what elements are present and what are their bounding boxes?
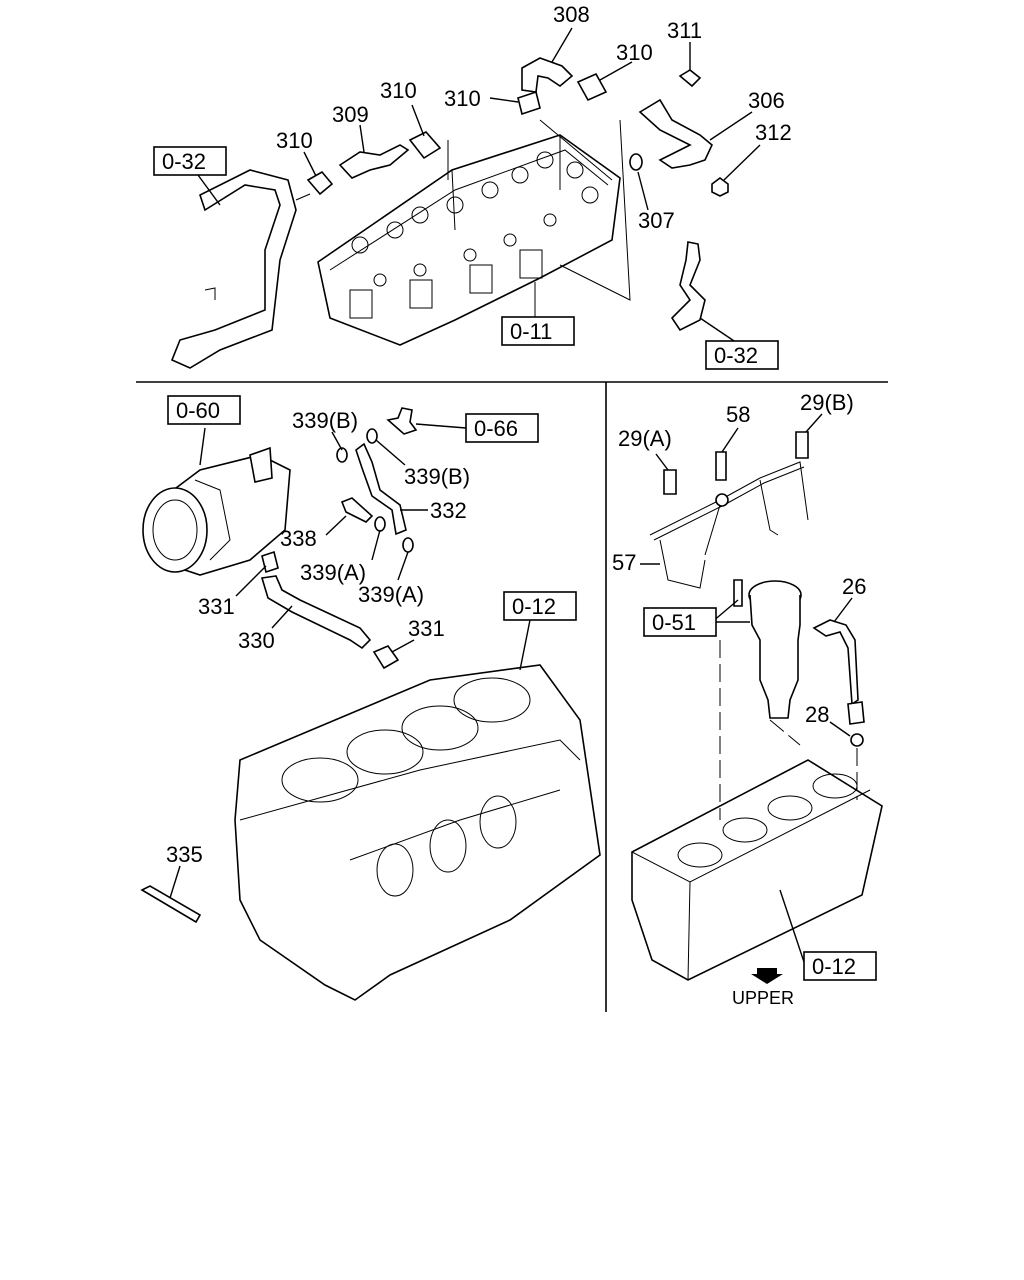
- clamps-331-drawing: [261, 550, 400, 670]
- hose-330-drawing: [260, 575, 372, 650]
- clamp-310-center-drawing: [517, 90, 541, 116]
- harness-57-drawing: [649, 461, 809, 589]
- label-26: 26: [842, 574, 866, 599]
- ref-box-0-66[interactable]: 0-66: [465, 413, 539, 443]
- upper-direction-label: UPPER: [732, 988, 794, 1008]
- label-339b-left: 339(B): [292, 408, 358, 433]
- label-29b: 29(B): [800, 390, 854, 415]
- leaders-top: [197, 27, 761, 346]
- leaders-bottom-left: [169, 423, 531, 899]
- hose-308-drawing: [521, 57, 574, 93]
- label-28: 28: [805, 702, 829, 727]
- hose-right-drawing: [670, 241, 706, 332]
- ref-box-0-32-left[interactable]: 0-32: [153, 146, 227, 176]
- svg-text:0-66: 0-66: [474, 416, 518, 441]
- label-339a-right: 339(A): [358, 582, 424, 607]
- nut-312-drawing: [711, 177, 729, 197]
- injector-drawing: [733, 579, 802, 719]
- ref-box-0-60[interactable]: 0-60: [167, 395, 241, 425]
- svg-text:0-51: 0-51: [652, 610, 696, 635]
- pipe-306-drawing: [638, 98, 713, 169]
- hose-left-drawing: [170, 169, 311, 369]
- leak-pipe-26-drawing: [812, 619, 865, 747]
- leaders-bottom-right: [640, 413, 853, 969]
- label-335: 335: [166, 842, 203, 867]
- svg-text:0-32: 0-32: [714, 343, 758, 368]
- ref-box-0-12-right[interactable]: 0-12: [803, 951, 877, 981]
- label-58: 58: [726, 402, 750, 427]
- vacuum-pump-drawing: [142, 446, 291, 576]
- ref-box-0-51[interactable]: 0-51: [643, 607, 717, 637]
- svg-text:0-11: 0-11: [510, 319, 552, 344]
- label-57: 57: [612, 550, 636, 575]
- ref-box-0-32-right[interactable]: 0-32: [705, 340, 779, 370]
- label-310-left: 310: [276, 128, 313, 153]
- stud-335-drawing: [140, 885, 202, 924]
- label-331-right: 331: [408, 616, 445, 641]
- hose-309-drawing: [338, 144, 410, 179]
- label-312: 312: [755, 120, 792, 145]
- label-330: 330: [238, 628, 275, 653]
- label-331-left: 331: [198, 594, 235, 619]
- ref-box-0-12-left[interactable]: 0-12: [503, 591, 577, 621]
- label-338: 338: [280, 526, 317, 551]
- svg-text:0-32: 0-32: [162, 149, 206, 174]
- clamp-310-mid-drawing: [408, 131, 442, 160]
- clamp-310-right-drawing: [576, 72, 608, 102]
- label-311: 311: [667, 18, 702, 43]
- clamp-310-left-drawing: [306, 170, 334, 196]
- ref-box-0-11[interactable]: 0-11: [501, 316, 575, 346]
- svg-text:0-60: 0-60: [176, 398, 220, 423]
- svg-text:0-12: 0-12: [512, 594, 556, 619]
- label-310-center: 310: [444, 86, 481, 111]
- cylinder-block-left-drawing: [234, 664, 601, 1001]
- oring-307-drawing: [629, 153, 643, 171]
- label-29a: 29(A): [618, 426, 672, 451]
- dash-leaders-bottom-right: [719, 640, 858, 820]
- bolt-66-drawing: [386, 407, 418, 435]
- bolt-311-drawing: [678, 69, 702, 88]
- bolts-29-58-drawing: [663, 431, 809, 507]
- label-309: 309: [332, 102, 369, 127]
- label-310-mid: 310: [380, 78, 417, 103]
- washers-339-drawing: [336, 428, 414, 553]
- label-339a-left: 339(A): [300, 560, 366, 585]
- dashed-leaders-top: [447, 119, 631, 318]
- cylinder-head-drawing: [317, 134, 621, 346]
- label-308: 308: [553, 2, 590, 27]
- label-339b-right: 339(B): [404, 464, 470, 489]
- oil-pipe-332-drawing: [355, 442, 407, 536]
- label-307: 307: [638, 208, 675, 233]
- svg-text:0-12: 0-12: [812, 954, 856, 979]
- label-310-right: 310: [616, 40, 653, 65]
- block-section-drawing: [631, 759, 883, 981]
- label-332: 332: [430, 498, 467, 523]
- bolt-338-drawing: [340, 497, 374, 523]
- label-306: 306: [748, 88, 785, 113]
- upper-arrow-icon: [751, 968, 783, 984]
